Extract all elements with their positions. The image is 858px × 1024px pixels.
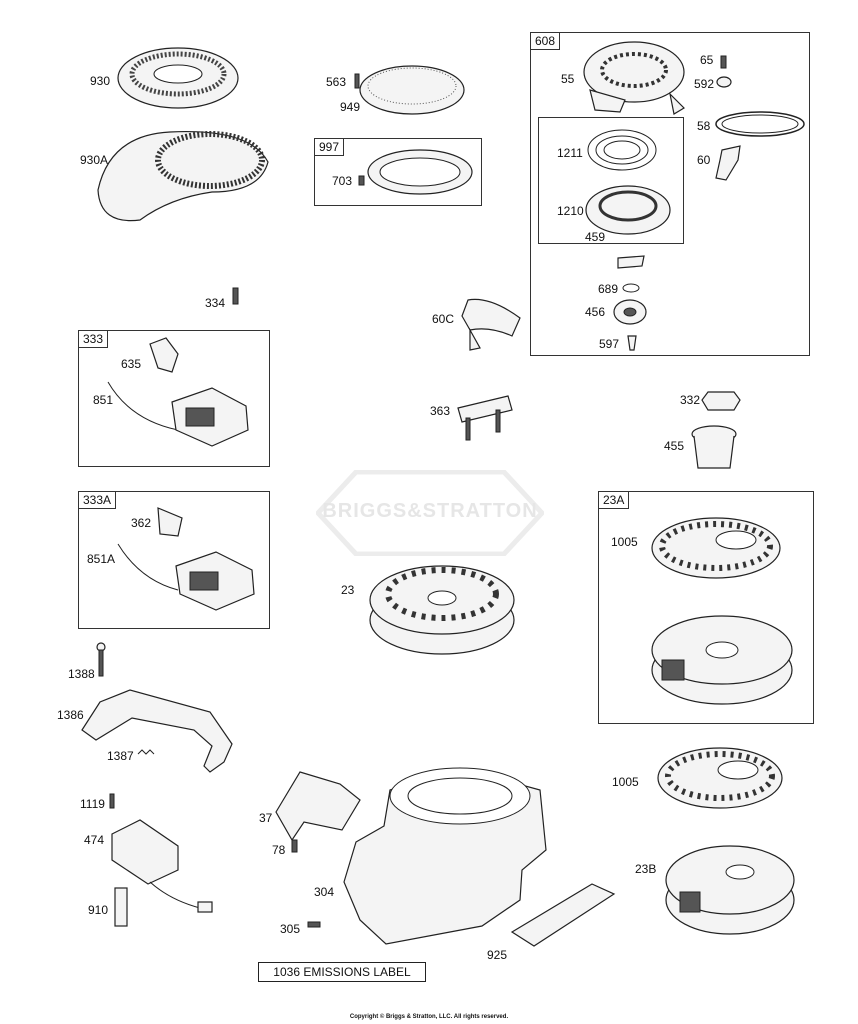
label-949: 949: [340, 100, 361, 114]
switch-474: [111, 819, 213, 913]
label-851: 851: [93, 393, 114, 407]
rotating-screen-930: [117, 47, 239, 109]
label-459: 459: [585, 230, 606, 244]
screw-78: [291, 839, 298, 853]
starter-rope-58: [715, 111, 805, 137]
label-1210: 1210: [557, 204, 584, 218]
label-930: 930: [90, 74, 111, 88]
flywheel-23: [369, 565, 515, 655]
nut-592: [716, 76, 732, 88]
spacer-910: [114, 887, 128, 927]
label-597: 597: [599, 337, 620, 351]
group-tag-23A: 23A: [598, 491, 630, 509]
label-1387: 1387: [107, 749, 134, 763]
group-box-starter-inner: [538, 117, 684, 244]
label-304: 304: [314, 885, 335, 899]
clip-689: [622, 283, 640, 293]
screen-949: [359, 65, 465, 115]
starter-handle-60C: [461, 298, 521, 351]
armature-333A: [117, 507, 255, 611]
governor-link-1386: [81, 689, 233, 773]
screw-563: [354, 73, 360, 89]
fan-1005-lower: [657, 747, 783, 809]
screw-334: [232, 287, 239, 305]
group-box-333: 333: [78, 330, 270, 467]
label-78: 78: [272, 843, 286, 857]
screw-597: [627, 335, 637, 351]
label-635: 635: [121, 357, 142, 371]
bracket-363: [457, 395, 513, 441]
ring-997: [358, 149, 473, 195]
starter-housing-55: [583, 41, 685, 115]
label-1388: 1388: [68, 667, 95, 681]
group-box-23A: 23A: [598, 491, 814, 724]
label-689: 689: [598, 282, 619, 296]
label-930A: 930A: [80, 153, 109, 167]
label-58: 58: [697, 119, 711, 133]
label-563: 563: [326, 75, 347, 89]
bolt-1388: [96, 642, 106, 677]
flywheel-23A: [651, 615, 793, 705]
group-tag-333A: 333A: [78, 491, 117, 509]
label-23B: 23B: [635, 862, 657, 876]
group-box-997: 997: [314, 138, 482, 206]
recoil-spring-1211: [587, 129, 657, 171]
spring-1387: [137, 749, 155, 755]
label-60: 60: [697, 153, 711, 167]
blower-housing-304: [343, 767, 547, 945]
label-925: 925: [487, 948, 508, 962]
group-tag-333: 333: [78, 330, 109, 348]
label-60C: 60C: [432, 312, 455, 326]
retainer-456: [613, 299, 647, 325]
label-1005-lower: 1005: [612, 775, 639, 789]
label-1119: 1119: [80, 797, 105, 811]
label-305: 305: [280, 922, 301, 936]
label-1211: 1211: [557, 146, 583, 160]
group-tag-608: 608: [530, 32, 561, 50]
bolt-65: [720, 55, 727, 69]
label-455: 455: [664, 439, 685, 453]
fan-1005-upper: [651, 517, 781, 579]
label-592: 592: [694, 77, 715, 91]
group-box-608: 608: [530, 32, 810, 356]
label-1386: 1386: [57, 708, 84, 722]
label-1005-upper: 1005: [611, 535, 638, 549]
flywheel-23B: [665, 845, 795, 935]
starter-handle-60: [715, 145, 741, 181]
group-box-333A: 333A: [78, 491, 270, 629]
watermark-hexagon: [316, 470, 544, 556]
label-851A: 851A: [87, 552, 116, 566]
armature-333: [107, 337, 249, 447]
label-334: 334: [205, 296, 226, 310]
label-456: 456: [585, 305, 606, 319]
baffle-37: [275, 771, 361, 842]
label-362: 362: [131, 516, 152, 530]
label-55: 55: [561, 72, 575, 86]
screen-shroud-930A: [97, 130, 269, 222]
label-37: 37: [259, 811, 273, 825]
label-910: 910: [88, 903, 109, 917]
emissions-label-box: 1036 EMISSIONS LABEL: [258, 962, 426, 982]
label-23: 23: [341, 583, 355, 597]
label-703: 703: [332, 174, 353, 188]
watermark-text: BRIGGS&STRATTON: [322, 500, 538, 522]
label-474: 474: [84, 833, 105, 847]
label-65: 65: [700, 53, 714, 67]
group-tag-997: 997: [314, 138, 345, 156]
label-363: 363: [430, 404, 451, 418]
screw-305: [307, 921, 321, 928]
nut-332: [701, 391, 741, 411]
brand-watermark: BRIGGS&STRATTON: [316, 470, 544, 556]
dog-459: [617, 255, 645, 269]
pulley-1210: [585, 185, 671, 235]
copyright-notice: Copyright © Briggs & Stratton, LLC. All …: [349, 1014, 509, 1020]
label-332: 332: [680, 393, 701, 407]
starter-cup-455: [691, 425, 737, 469]
cover-925: [510, 883, 616, 947]
screw-1119: [109, 793, 115, 809]
